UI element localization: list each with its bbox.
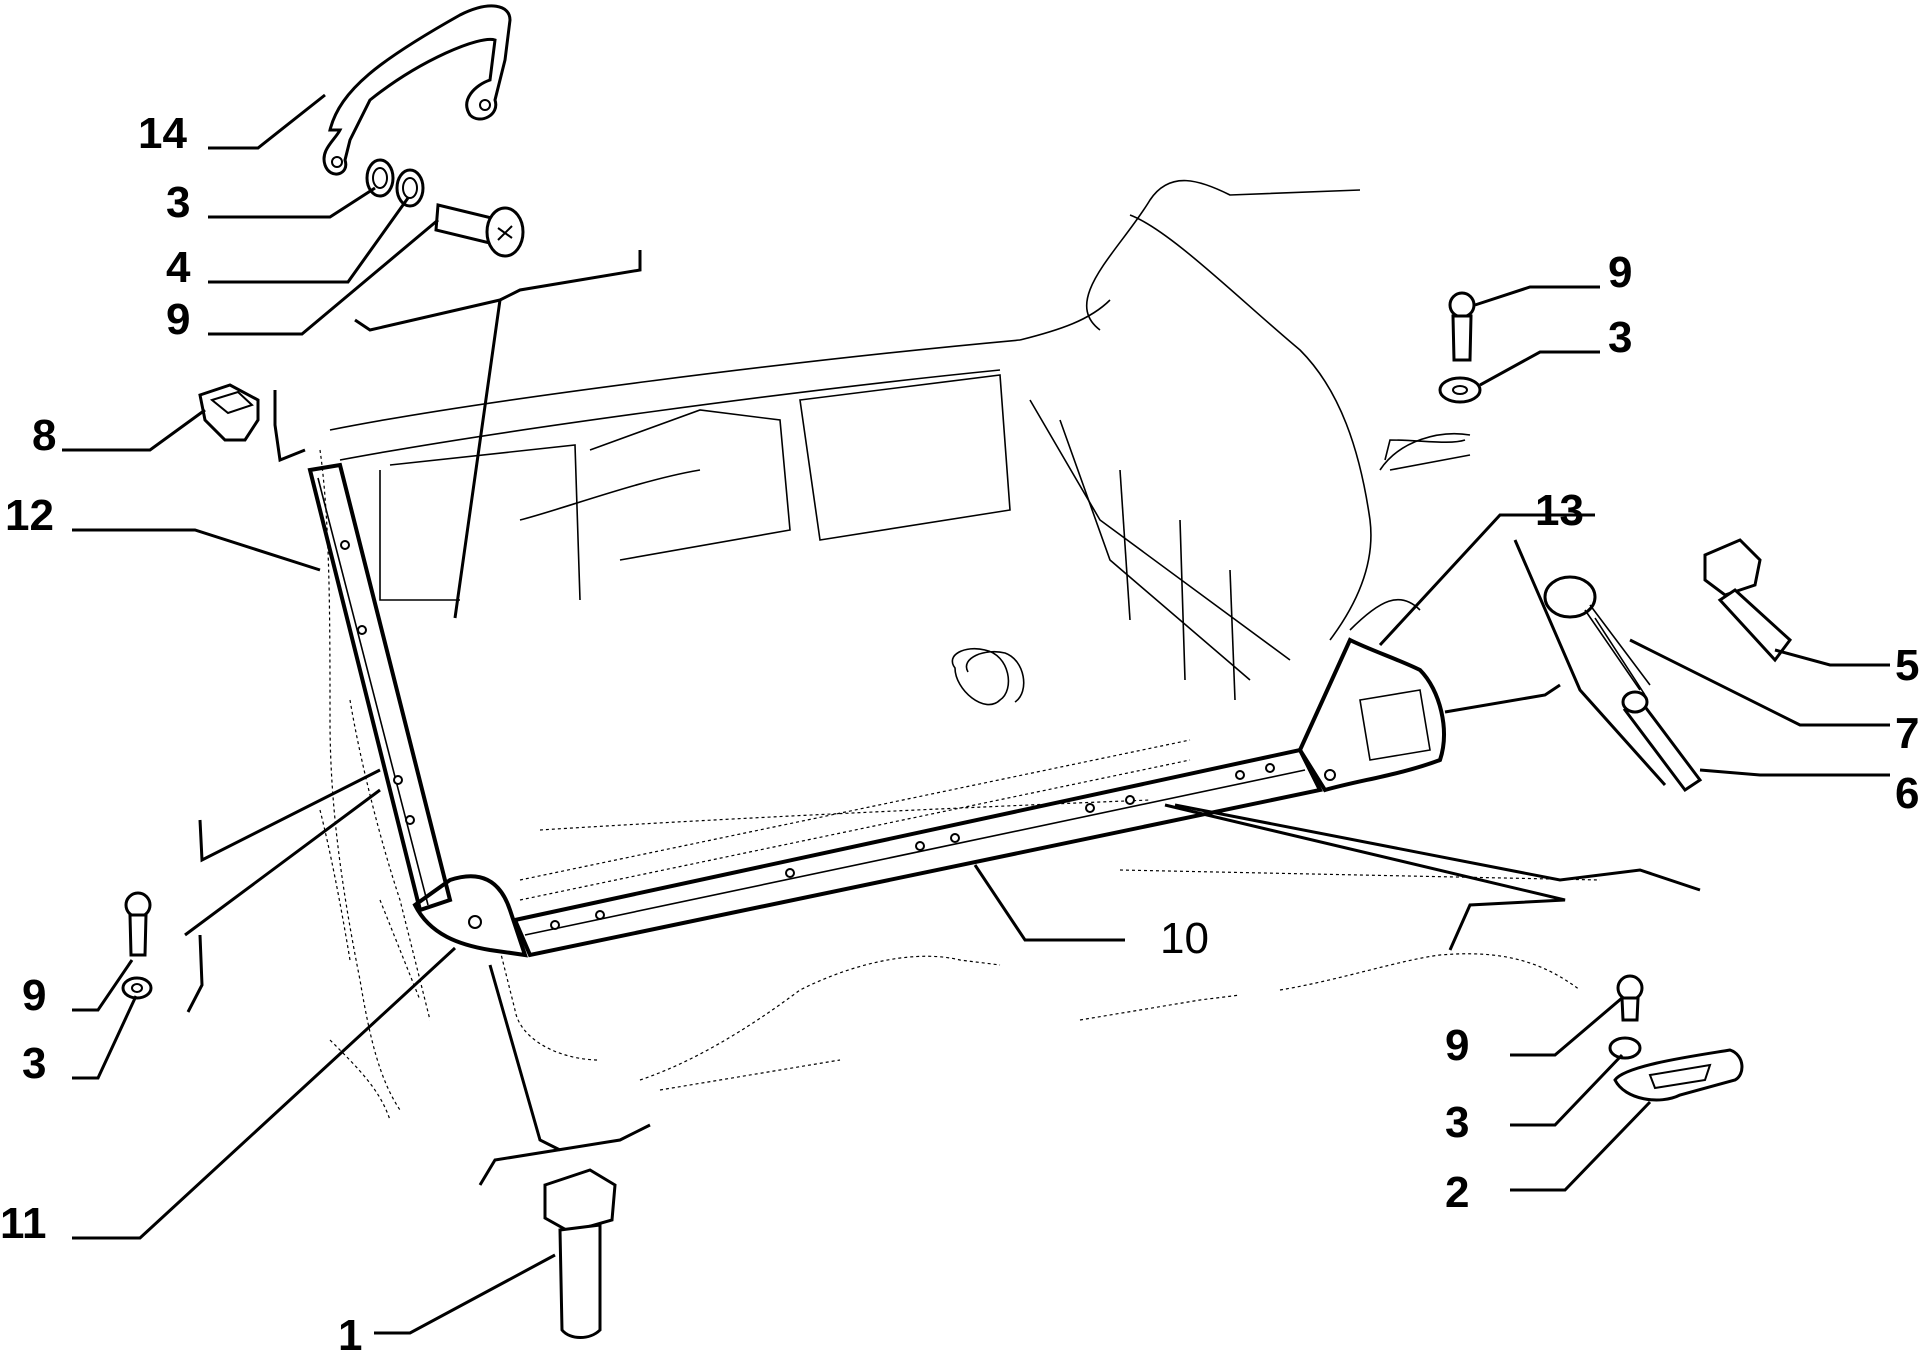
callout-12: 12 [5,491,54,540]
callout-10: 10 [1160,914,1209,963]
callout-9-right-bottom: 9 [1445,1021,1469,1070]
clip-8 [198,383,260,442]
bolt-1 [543,1168,617,1339]
screw-9-right-top [1448,291,1476,362]
callout-3-top: 3 [166,178,190,227]
bracket-2 [1613,1048,1744,1102]
washer-3-left [121,976,153,1000]
screw-9-right-bottom [1616,974,1644,1022]
callout-8: 8 [32,411,56,460]
callout-3-left: 3 [22,1039,46,1088]
callout-2: 2 [1445,1168,1469,1217]
callout-11: 11 [0,1199,47,1248]
callout-3-right-bottom: 3 [1445,1098,1469,1147]
washer-3-right-top [1438,376,1482,404]
washer-3-right-bottom [1608,1036,1642,1060]
bolt-5 [1703,538,1793,663]
washer-3-top [365,158,395,198]
screw-9-left [124,891,152,957]
callout-13: 13 [1535,486,1584,535]
callout-7: 7 [1895,709,1919,758]
washer-4-top [395,168,425,208]
screw-9-top [434,203,525,258]
callout-6: 6 [1895,769,1919,818]
callout-3-right-top: 3 [1608,313,1632,362]
callout-4: 4 [166,243,191,292]
callout-labels: 14 3 4 9 8 12 9 3 11 1 10 9 3 13 5 7 6 9… [0,109,1919,1360]
leader-lines [62,93,1890,1335]
vehicle-body-outline [319,179,1601,1121]
callout-5: 5 [1895,641,1919,690]
callout-9-right-top: 9 [1608,248,1632,297]
spring-7 [1543,575,1651,696]
sill-trim-strip-10 [512,747,1323,958]
callout-1: 1 [338,1311,362,1360]
corner-trim-11 [412,874,528,958]
handle-14 [322,4,512,176]
callout-14: 14 [138,109,187,158]
side-trim-strip-12 [307,462,453,913]
callout-9-left: 9 [22,971,46,1020]
pin-6 [1621,690,1703,793]
corner-trim-13 [1297,637,1446,793]
callout-9-top: 9 [166,295,190,344]
